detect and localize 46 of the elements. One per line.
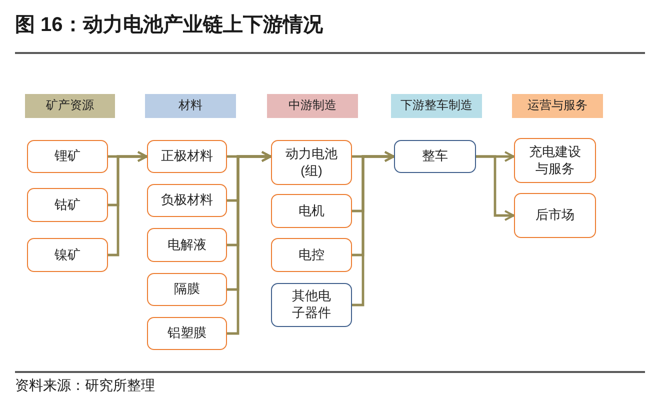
process-box	[147, 140, 227, 173]
box-label: 铝塑膜	[168, 325, 206, 342]
process-box	[271, 140, 352, 185]
category-band	[267, 94, 358, 118]
figure-title: 图 16：动力电池产业链上下游情况	[15, 12, 323, 38]
process-box	[271, 238, 352, 272]
category-label: 中游制造	[288, 98, 336, 114]
arrow	[476, 155, 514, 221]
box-label: 隔膜	[174, 281, 200, 298]
box-label: 正极材料	[161, 148, 213, 165]
category-band	[25, 94, 115, 118]
box-label: 锂矿	[54, 148, 80, 165]
box-label: 电机	[298, 202, 324, 220]
box-label: 电控	[298, 246, 324, 264]
arrow	[108, 151, 148, 256]
category-label: 矿产资源	[46, 98, 94, 114]
category-band	[391, 94, 482, 118]
box-label: 整车	[422, 148, 448, 165]
process-box	[27, 140, 108, 173]
process-box	[147, 184, 227, 217]
process-box	[394, 140, 476, 173]
category-band	[145, 94, 236, 118]
process-box	[514, 193, 596, 238]
process-box	[271, 194, 352, 228]
process-box	[514, 138, 596, 183]
box-label: 其他电子器件	[291, 288, 332, 322]
process-box	[271, 283, 352, 327]
source-note: 资料来源：研究所整理	[15, 376, 155, 394]
process-box	[147, 317, 227, 350]
process-box	[27, 238, 108, 272]
box-label: 镍矿	[54, 246, 80, 264]
arrow	[352, 151, 394, 306]
box-label: 负极材料	[161, 192, 213, 209]
category-label: 下游整车制造	[400, 98, 472, 114]
box-label: 充电建设与服务	[528, 144, 582, 178]
category-label: 运营与服务	[528, 98, 588, 114]
process-box	[147, 273, 227, 306]
category-band	[512, 94, 603, 118]
category-label: 材料	[178, 98, 202, 114]
box-label: 后市场	[536, 207, 574, 224]
box-label: 电解液	[168, 236, 206, 254]
arrow	[227, 151, 272, 335]
process-box	[147, 228, 227, 262]
box-label: 动力电池(组)	[284, 146, 338, 180]
process-box	[27, 188, 108, 222]
box-label: 钴矿	[54, 196, 80, 214]
